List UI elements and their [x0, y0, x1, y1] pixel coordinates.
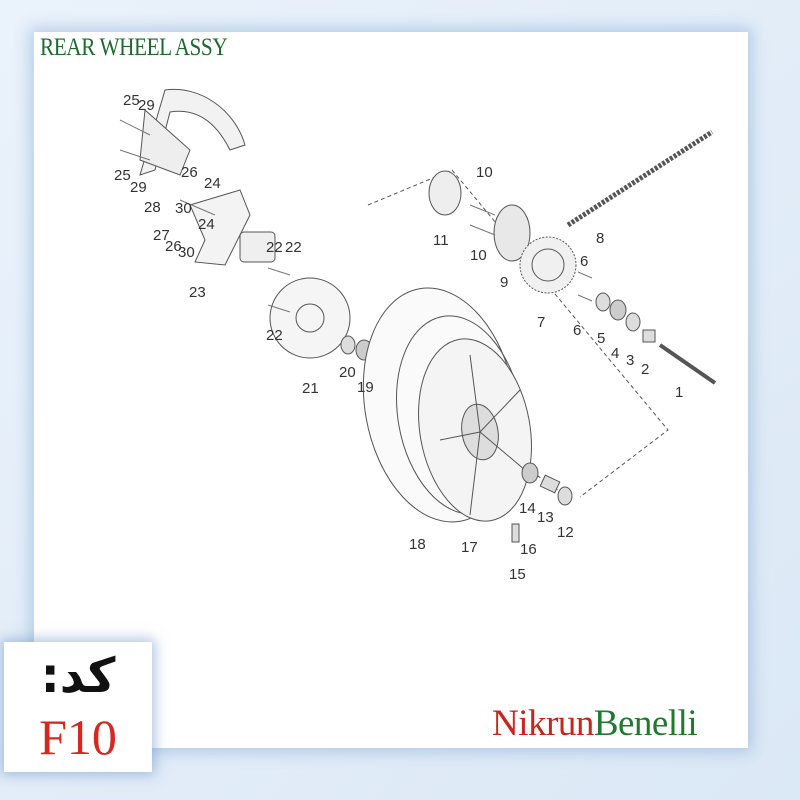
brand-part1: Nikrun [492, 703, 594, 744]
callout-label: 30 [178, 244, 195, 261]
fender-bracket-part [139, 108, 191, 176]
bearing-4-part [609, 299, 627, 321]
callout-label: 23 [189, 284, 206, 301]
valve-part [511, 523, 520, 543]
rear-sprocket-part [519, 236, 577, 294]
callout-label: 25 [123, 92, 140, 109]
callout-label: 12 [557, 524, 574, 541]
callout-label: 15 [509, 566, 526, 583]
callout-label: 18 [409, 536, 426, 553]
callout-label: 13 [537, 509, 554, 526]
callout-label: 24 [204, 175, 221, 192]
callout-label: 26 [181, 164, 198, 181]
cush-drive-rubber-part [428, 170, 462, 216]
brake-caliper-part [239, 231, 276, 263]
callout-label: 22 [285, 239, 302, 256]
callout-label: 9 [500, 274, 508, 291]
brand-watermark: NikrunBenelli [492, 702, 698, 745]
collar-5-part [595, 292, 611, 312]
brand-part2: Benelli [593, 703, 698, 744]
callout-label: 8 [596, 230, 604, 247]
callout-label: 27 [153, 227, 170, 244]
callout-label: 21 [302, 380, 319, 397]
rear-fender-part [139, 88, 246, 176]
part-code-box: کد: F10 [4, 642, 152, 772]
sprocket-carrier-part [493, 204, 531, 262]
callout-label: 29 [130, 179, 147, 196]
spacer-20-part [340, 335, 356, 355]
seal-3-part [625, 312, 641, 332]
drive-chain-part [566, 129, 714, 228]
callout-label: 30 [175, 200, 192, 217]
callout-label: 26 [165, 238, 182, 255]
callout-label: 28 [144, 199, 161, 216]
callout-label: 29 [138, 97, 155, 114]
diagram-title: REAR WHEEL ASSY [40, 34, 228, 61]
spacer-13-part [539, 474, 561, 494]
axle-nut-part [642, 329, 656, 343]
callout-label: 5 [597, 330, 605, 347]
caliper-bracket-part [189, 189, 251, 266]
callout-label: 10 [470, 247, 487, 264]
callout-label: 6 [573, 322, 581, 339]
callout-label: 4 [611, 345, 619, 362]
callout-label: 1 [675, 384, 683, 401]
callout-label: 17 [461, 539, 478, 556]
code-value: F10 [39, 709, 117, 765]
code-label: کد: [40, 648, 116, 704]
callout-label: 25 [114, 167, 131, 184]
rear-axle-part [658, 343, 717, 385]
callout-label: 20 [339, 364, 356, 381]
callout-label: 16 [520, 541, 537, 558]
callout-label: 2 [641, 361, 649, 378]
seal-12-part [557, 486, 573, 506]
callout-label: 19 [357, 379, 374, 396]
callout-label: 24 [198, 216, 215, 233]
callout-label: 14 [519, 500, 536, 517]
callout-label: 6 [580, 253, 588, 270]
bearing-14-part [521, 462, 539, 484]
callout-label: 7 [537, 314, 545, 331]
callout-label: 22 [266, 327, 283, 344]
bolt-set [119, 119, 593, 313]
callout-label: 3 [626, 352, 634, 369]
callout-label: 10 [476, 164, 493, 181]
brake-disc-part [269, 277, 351, 359]
callout-label: 11 [433, 232, 449, 249]
assembly-guide-line [367, 169, 669, 498]
callout-label: 22 [266, 239, 283, 256]
